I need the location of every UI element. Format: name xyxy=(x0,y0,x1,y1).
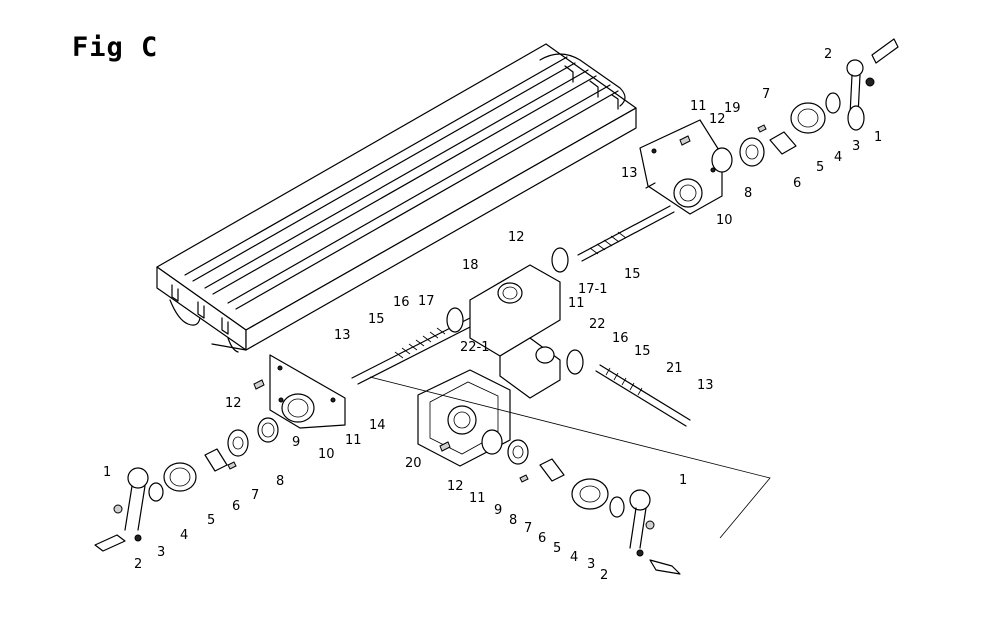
figure-title: Fig C xyxy=(72,32,159,63)
mounting-plate-assembly xyxy=(417,369,681,575)
callout-20: 20 xyxy=(405,456,422,471)
callout-2: 2 xyxy=(600,568,608,583)
callout-14: 14 xyxy=(369,418,386,433)
callout-19: 19 xyxy=(724,101,741,116)
callout-6: 6 xyxy=(793,176,801,191)
callout-3: 3 xyxy=(157,545,165,560)
callout-12: 12 xyxy=(225,396,242,411)
callout-18: 18 xyxy=(462,258,479,273)
callout-5: 5 xyxy=(816,160,824,175)
callout-2: 2 xyxy=(824,47,832,62)
callout-1: 1 xyxy=(679,473,687,488)
callout-15: 15 xyxy=(634,344,651,359)
callout-21: 21 xyxy=(666,361,683,376)
callout-labels: 21345687191112131012151817-1111716151322… xyxy=(103,47,882,583)
callout-16: 16 xyxy=(612,331,629,346)
callout-11: 11 xyxy=(469,491,486,506)
callout-15: 15 xyxy=(368,312,385,327)
callout-3: 3 xyxy=(852,139,860,154)
right-bracket-assembly xyxy=(639,38,899,215)
assembly-extension-line xyxy=(369,376,771,539)
callout-16: 16 xyxy=(393,295,410,310)
left-bracket-assembly xyxy=(94,317,477,552)
callout-6: 6 xyxy=(538,531,546,546)
callout-22: 22 xyxy=(589,317,606,332)
callout-10: 10 xyxy=(318,447,335,462)
callout-12: 12 xyxy=(447,479,464,494)
callout-3: 3 xyxy=(587,557,595,572)
callout-22-1: 22-1 xyxy=(460,340,490,355)
callout-8: 8 xyxy=(276,474,284,489)
callout-2: 2 xyxy=(134,557,142,572)
callout-9: 9 xyxy=(494,503,502,518)
callout-12: 12 xyxy=(709,112,726,127)
callout-4: 4 xyxy=(180,528,188,543)
callout-5: 5 xyxy=(207,513,215,528)
callout-12: 12 xyxy=(508,230,525,245)
callout-13: 13 xyxy=(697,378,714,393)
callout-5: 5 xyxy=(553,541,561,556)
callout-11: 11 xyxy=(568,296,585,311)
callout-11: 11 xyxy=(690,99,707,114)
work-table xyxy=(156,43,637,353)
callout-13: 13 xyxy=(334,328,351,343)
callout-7: 7 xyxy=(251,488,259,503)
callout-9: 9 xyxy=(292,435,300,450)
callout-4: 4 xyxy=(834,150,842,165)
callout-7: 7 xyxy=(762,87,770,102)
callout-4: 4 xyxy=(570,550,578,565)
callout-8: 8 xyxy=(744,186,752,201)
callout-1: 1 xyxy=(874,130,882,145)
lower-right-leadscrew xyxy=(595,364,691,427)
callout-7: 7 xyxy=(524,521,532,536)
callout-15: 15 xyxy=(624,267,641,282)
callout-10: 10 xyxy=(716,213,733,228)
callout-17-1: 17-1 xyxy=(578,282,608,297)
center-nut-housing xyxy=(446,247,584,399)
callout-8: 8 xyxy=(509,513,517,528)
callout-17: 17 xyxy=(418,294,435,309)
callout-13: 13 xyxy=(621,166,638,181)
callout-11: 11 xyxy=(345,433,362,448)
callout-6: 6 xyxy=(232,499,240,514)
callout-1: 1 xyxy=(103,465,111,480)
upper-right-leadscrew xyxy=(577,205,675,262)
